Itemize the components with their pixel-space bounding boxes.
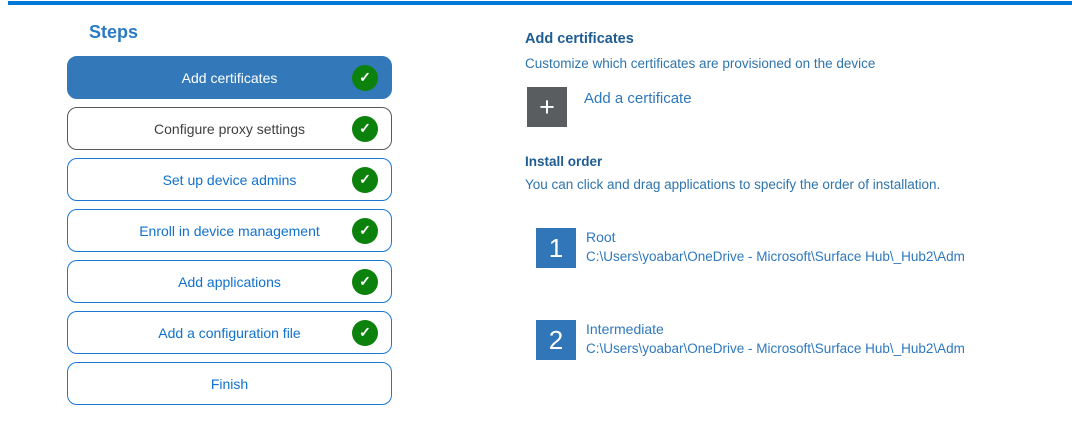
steps-panel-title: Steps bbox=[89, 22, 139, 42]
step-add-certificates[interactable]: Add certificates ✓ bbox=[67, 56, 392, 99]
order-number-badge: 2 bbox=[536, 320, 576, 360]
step-complete-icon: ✓ bbox=[352, 268, 378, 295]
step-label: Configure proxy settings bbox=[154, 120, 305, 137]
step-add-applications[interactable]: Add applications ✓ bbox=[67, 260, 392, 303]
step-add-a-configuration-file[interactable]: Add a configuration file ✓ bbox=[67, 311, 392, 354]
certificate-name: Intermediate bbox=[586, 321, 664, 337]
top-accent-bar bbox=[8, 1, 1072, 5]
step-complete-icon: ✓ bbox=[352, 217, 378, 244]
step-label: Enroll in device management bbox=[139, 222, 320, 239]
step-label: Add applications bbox=[178, 273, 281, 290]
step-label: Add certificates bbox=[181, 69, 278, 86]
step-complete-icon: ✓ bbox=[352, 166, 378, 193]
order-number-badge: 1 bbox=[536, 228, 576, 268]
steps-panel: Steps Add certificates ✓ Configure proxy… bbox=[67, 22, 392, 405]
certificate-item-intermediate[interactable]: 2 Intermediate C:\Users\yoabar\OneDrive … bbox=[536, 320, 965, 360]
certificate-path: C:\Users\yoabar\OneDrive - Microsoft\Sur… bbox=[586, 249, 965, 264]
install-order-description: You can click and drag applications to s… bbox=[525, 177, 941, 192]
step-complete-icon: ✓ bbox=[352, 64, 378, 91]
content-panel: Add certificates Customize which certifi… bbox=[525, 31, 1072, 360]
certificate-item-root[interactable]: 1 Root C:\Users\yoabar\OneDrive - Micros… bbox=[536, 228, 965, 268]
page-subtitle: Customize which certificates are provisi… bbox=[525, 56, 876, 71]
step-set-up-device-admins[interactable]: Set up device admins ✓ bbox=[67, 158, 392, 201]
step-label: Finish bbox=[210, 375, 249, 392]
plus-icon: + bbox=[539, 91, 555, 122]
step-enroll-in-device-management[interactable]: Enroll in device management ✓ bbox=[67, 209, 392, 252]
step-finish[interactable]: Finish bbox=[67, 362, 392, 405]
step-label: Set up device admins bbox=[162, 171, 297, 188]
step-label: Add a configuration file bbox=[158, 324, 301, 341]
install-order-title: Install order bbox=[525, 154, 603, 169]
install-order-section: Install order You can click and drag app… bbox=[525, 154, 1072, 192]
page-title: Add certificates bbox=[525, 31, 634, 47]
add-certificate-label: Add a certificate bbox=[584, 90, 692, 107]
certificate-path: C:\Users\yoabar\OneDrive - Microsoft\Sur… bbox=[586, 341, 965, 356]
add-certificate-row: + Add a certificate bbox=[527, 87, 692, 127]
step-configure-proxy-settings[interactable]: Configure proxy settings ✓ bbox=[67, 107, 392, 150]
add-certificate-button[interactable]: + bbox=[527, 87, 567, 127]
step-complete-icon: ✓ bbox=[352, 115, 378, 142]
certificate-name: Root bbox=[586, 229, 616, 245]
steps-list: Add certificates ✓ Configure proxy setti… bbox=[67, 56, 392, 405]
certificate-text: Root C:\Users\yoabar\OneDrive - Microsof… bbox=[586, 228, 965, 264]
certificate-text: Intermediate C:\Users\yoabar\OneDrive - … bbox=[586, 320, 965, 356]
step-complete-icon: ✓ bbox=[352, 319, 378, 346]
